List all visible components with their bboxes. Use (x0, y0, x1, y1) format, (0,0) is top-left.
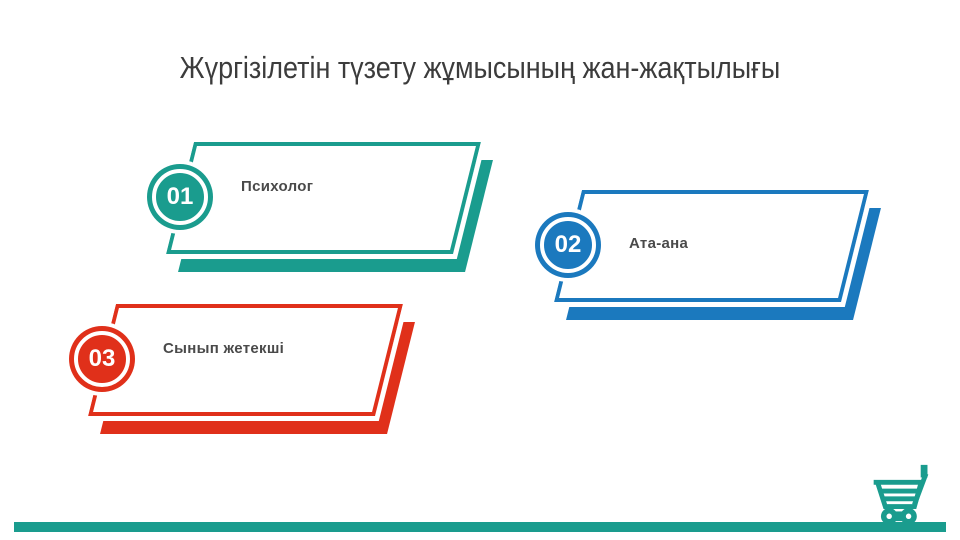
card-label: Психолог (241, 178, 314, 195)
shopping-cart-icon (873, 464, 929, 525)
card-face (548, 185, 875, 307)
card-parent: 02 Ата-ана (535, 185, 881, 320)
card-face (82, 299, 409, 421)
step-03-badge: 03 (69, 326, 135, 392)
card-class-teacher: 03 Сынып жетекші (69, 299, 415, 434)
card-face (160, 137, 487, 259)
slide-title: Жүргізілетін түзету жұмысының жан-жақтыл… (179, 50, 781, 85)
step-number: 02 (554, 231, 582, 258)
card-label: Сынып жетекші (163, 340, 285, 357)
step-01-badge: 01 (147, 164, 213, 230)
card-label: Ата-ана (629, 235, 689, 252)
card-psychologist: 01 Психолог (147, 137, 493, 272)
step-02-badge: 02 (535, 212, 601, 278)
step-number: 03 (88, 345, 116, 372)
footer-divider-bar (14, 522, 946, 532)
step-number: 01 (166, 183, 194, 210)
